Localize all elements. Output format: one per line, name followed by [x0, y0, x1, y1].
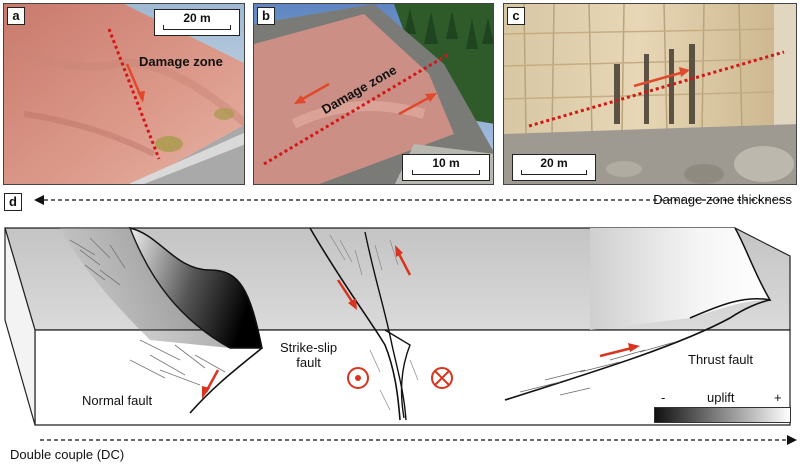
scale-bar-c-line — [521, 170, 587, 175]
scale-bar-c-text: 20 m — [540, 156, 568, 170]
thrust-fault-label: Thrust fault — [688, 352, 754, 367]
uplift-legend-title: uplift — [707, 390, 735, 405]
normal-fault-shade — [60, 228, 230, 348]
scale-bar-a: 20 m — [154, 9, 240, 36]
strike-slip-arrow-down — [348, 298, 357, 310]
photo-panel-a: a 20 m Damage zone — [3, 3, 245, 185]
block-side-face — [4, 227, 36, 426]
strike-slip-fractures — [329, 234, 419, 411]
scale-bar-c: 20 m — [512, 154, 596, 181]
normal-fault-label: Normal fault — [82, 393, 153, 408]
thrust-slip-arrow — [628, 343, 640, 352]
strike-slip-trace-2 — [364, 231, 407, 421]
strike-slip-trace-1 — [309, 227, 401, 421]
uplift-legend-plus: + — [774, 390, 782, 405]
scale-bar-a-line — [163, 25, 231, 30]
normal-fault-trace — [189, 347, 263, 414]
panel-letter-a: a — [7, 7, 25, 25]
scale-bar-b-text: 10 m — [432, 156, 460, 170]
photo-c-scene — [504, 4, 796, 184]
strike-slip-fault-label: Strike-slip fault — [280, 340, 338, 370]
normal-fault-slip-arrow — [202, 386, 210, 399]
into-page-symbol — [431, 367, 453, 389]
scale-bar-b-line — [411, 170, 481, 175]
normal-fault-fractures — [69, 237, 226, 386]
thrust-fault-trace — [504, 299, 771, 401]
scale-bar-b: 10 m — [402, 154, 490, 181]
damage-zone-label-a: Damage zone — [139, 54, 223, 69]
photo-panel-b: b Damage zone 10 m — [253, 3, 494, 185]
panel-letter-c: c — [507, 7, 525, 25]
double-couple-label: Double couple (DC) — [10, 447, 125, 462]
panel-letter-d: d — [4, 193, 22, 211]
photo-a-scene — [4, 4, 244, 184]
out-of-page-symbol — [347, 367, 369, 389]
panel-letter-b: b — [257, 7, 275, 25]
damage-zone-thickness-label: Damage zone thickness — [653, 192, 792, 207]
strike-slip-arrow-up — [395, 245, 403, 257]
uplift-legend-minus: - — [661, 390, 666, 405]
uplift-legend-gradient — [654, 407, 791, 423]
thrust-fractures — [519, 341, 676, 396]
photo-panel-c: c 20 m — [503, 3, 797, 185]
scale-bar-a-text: 20 m — [183, 11, 211, 25]
